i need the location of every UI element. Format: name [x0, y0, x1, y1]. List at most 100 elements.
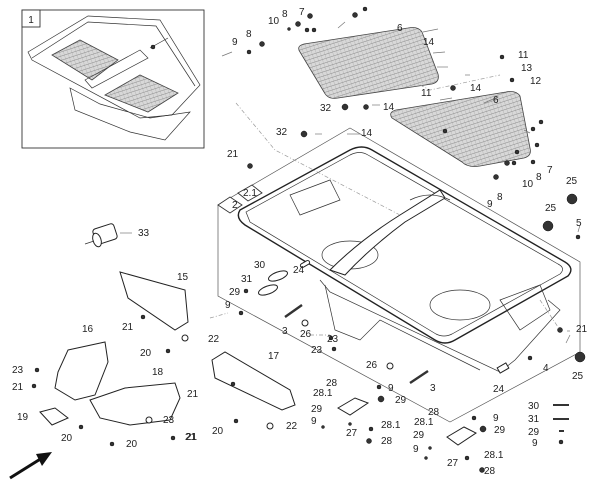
bracket-27-left: [337, 397, 370, 416]
callout-30: 30: [528, 401, 540, 412]
callout-21: 21: [122, 322, 134, 333]
callout-8: 8: [246, 29, 252, 40]
callout-23: 23: [327, 334, 339, 345]
callout-9: 9: [413, 444, 419, 455]
drive-bracket: [499, 284, 551, 331]
callout-9: 9: [487, 199, 493, 210]
callout-23: 23: [163, 415, 175, 426]
callout-27: 27: [447, 458, 459, 469]
callout-19: 19: [17, 412, 29, 423]
callout-14: 14: [423, 37, 435, 48]
overview-inset: 1: [21, 9, 205, 149]
callout-28-1: 28.1: [484, 450, 504, 461]
callout-9: 9: [225, 300, 231, 311]
callout-29: 29: [494, 425, 506, 436]
mesh-grid-bottom: [390, 91, 531, 167]
callout-28: 28: [484, 466, 496, 477]
side-cover-18: [89, 382, 181, 426]
callout-18: 18: [152, 367, 164, 378]
cylinder-33: [84, 223, 118, 248]
callout-10: 10: [522, 179, 534, 190]
callout-11: 11: [421, 88, 432, 99]
callout-31: 31: [528, 414, 540, 425]
callout-14: 14: [361, 128, 373, 139]
callout-8: 8: [536, 172, 542, 183]
callout-29: 29: [413, 430, 425, 441]
callout-23: 23: [311, 345, 323, 356]
callout-23: 23: [12, 365, 24, 376]
mesh-grid-top: [298, 27, 439, 99]
callout-9: 9: [311, 416, 317, 427]
callout-31: 31: [241, 274, 253, 285]
callout-24: 24: [493, 384, 505, 395]
callout-30: 30: [254, 260, 266, 271]
bracket-27-right: [446, 426, 477, 446]
callout-3: 3: [430, 383, 436, 394]
callout-7: 7: [547, 165, 553, 176]
rod-3-left: [284, 304, 303, 318]
callout-29: 29: [311, 404, 323, 415]
callout-21: 21: [227, 149, 239, 160]
overview-label-box: [21, 9, 41, 28]
callout-32: 32: [320, 103, 332, 114]
callout-9: 9: [532, 438, 538, 449]
callout-26: 26: [300, 329, 312, 340]
rod-3-right: [409, 370, 429, 384]
leader-lines: [120, 21, 581, 344]
overview-frame-base: [69, 87, 191, 141]
callout-21: 21: [186, 432, 198, 443]
callout-33: 33: [138, 228, 150, 239]
side-cover-16: [54, 341, 109, 401]
overview-mesh-left: [51, 39, 119, 81]
callout-6: 6: [397, 23, 403, 34]
side-cover-17: [211, 351, 296, 411]
callout-24: 24: [293, 265, 305, 276]
callout-22: 22: [286, 421, 298, 432]
callout-9: 9: [493, 413, 499, 424]
disc-30: [268, 270, 288, 282]
group-label-2: 2: [232, 200, 238, 211]
grommet-25b: [542, 220, 554, 232]
callout-14: 14: [383, 102, 395, 113]
group-label-2-1: 2.1: [243, 188, 257, 199]
callout-28-1: 28.1: [313, 388, 333, 399]
small-plate-19: [39, 407, 69, 426]
callout-6: 6: [493, 95, 499, 106]
callout-28: 28: [326, 378, 338, 389]
callout-15: 15: [177, 272, 189, 283]
callout-26: 26: [366, 360, 378, 371]
callout-32: 32: [276, 127, 288, 138]
plug-24b: [496, 362, 510, 374]
disc-31: [258, 284, 278, 296]
callout-3: 3: [282, 326, 288, 337]
callout-5: 5: [576, 218, 582, 229]
overview-label: 1: [28, 15, 34, 26]
callout-28: 28: [381, 436, 393, 447]
callout-10: 10: [268, 16, 280, 27]
callout-28-1: 28.1: [381, 420, 401, 431]
callout-28: 28: [428, 407, 440, 418]
callout-25: 25: [566, 176, 578, 187]
callout-17: 17: [268, 351, 280, 362]
callout-29: 29: [395, 395, 407, 406]
callout-20: 20: [212, 426, 224, 437]
side-cover-15: [119, 271, 189, 331]
group-labels: 2 2.1: [217, 184, 263, 214]
callout-9: 9: [388, 383, 394, 394]
callout-16: 16: [82, 324, 94, 335]
callout-9: 9: [232, 37, 238, 48]
callout-29: 29: [528, 427, 540, 438]
callout-20: 20: [140, 348, 152, 359]
callout-20: 20: [126, 439, 138, 450]
callout-21: 21: [12, 382, 24, 393]
callout-12: 12: [530, 76, 542, 87]
callout-25: 25: [572, 371, 584, 382]
callout-14: 14: [470, 83, 482, 94]
callout-28-1: 28.1: [414, 417, 434, 428]
overview-mesh-right: [104, 74, 179, 113]
callout-22: 22: [208, 334, 220, 345]
plug-24: [299, 260, 311, 268]
callout-8: 8: [497, 192, 503, 203]
callout-7: 7: [299, 7, 305, 18]
callout-20: 20: [61, 433, 73, 444]
